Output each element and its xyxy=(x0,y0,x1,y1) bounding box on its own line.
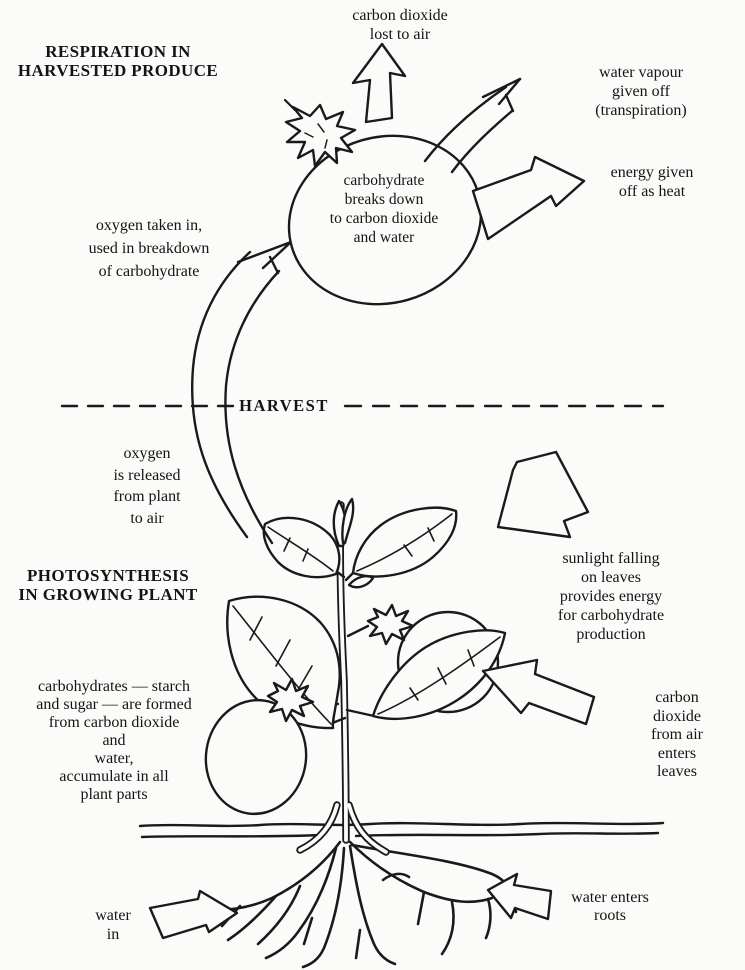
arrow-water-vapour xyxy=(423,77,522,174)
arrow-oxygen-cycle xyxy=(191,240,293,545)
label-energy-heat: energy given off as heat xyxy=(610,164,694,200)
arrow-co2-from-air xyxy=(481,658,596,726)
label-harvest: HARVEST xyxy=(239,396,329,415)
arrow-sunlight xyxy=(496,450,590,539)
label-sunlight: sunlight falling on leaves provides ener… xyxy=(557,550,665,643)
label-water-vapour: water vapour given off (transpiration) xyxy=(595,64,687,119)
arrow-co2-lost xyxy=(351,42,407,124)
harvested-produce-fruit xyxy=(283,98,483,306)
arrow-water-in xyxy=(148,889,239,940)
leaf-upper-left xyxy=(262,516,341,579)
roots xyxy=(192,840,518,969)
arrow-water-enters-roots xyxy=(486,872,553,921)
title-photosynthesis: PHOTOSYNTHESIS IN GROWING PLANT xyxy=(18,566,198,604)
leaf-right xyxy=(371,629,507,721)
label-carbohydrate-breakdown: carbohydrate breaks down to carbon dioxi… xyxy=(329,172,439,246)
label-co2-lost: carbon dioxide lost to air xyxy=(352,7,448,43)
label-carbohydrates-formed: carbohydrates — starch and sugar — are f… xyxy=(36,678,192,803)
leaf-middle-left xyxy=(226,595,341,730)
label-water-enters-roots: water enters roots xyxy=(571,889,649,924)
plant-bud xyxy=(332,497,375,589)
plant-fruit-left xyxy=(204,677,315,816)
title-respiration: RESPIRATION IN HARVESTED PRODUCE xyxy=(17,42,219,80)
label-water-in: water in xyxy=(95,907,131,943)
leaf-upper-right xyxy=(351,506,458,578)
arrow-energy-heat xyxy=(471,155,586,241)
label-co2-from-air: carbon dioxide from air enters leaves xyxy=(651,689,703,780)
label-oxygen-taken-in: oxygen taken in, used in breakdown of ca… xyxy=(88,217,210,280)
label-oxygen-released: oxygen is released from plant to air xyxy=(113,445,181,527)
ground-line xyxy=(138,821,665,839)
